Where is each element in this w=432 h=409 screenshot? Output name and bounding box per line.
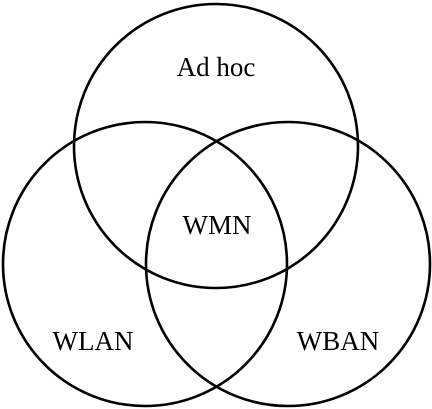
circle-wban — [144, 120, 432, 408]
label-ad-hoc: Ad hoc — [177, 52, 256, 82]
label-wlan: WLAN — [53, 326, 134, 356]
circle-wlan — [1, 120, 289, 408]
label-wmn: WMN — [183, 210, 252, 240]
label-wban: WBAN — [297, 326, 380, 356]
circle-ad-hoc — [72, 2, 360, 290]
